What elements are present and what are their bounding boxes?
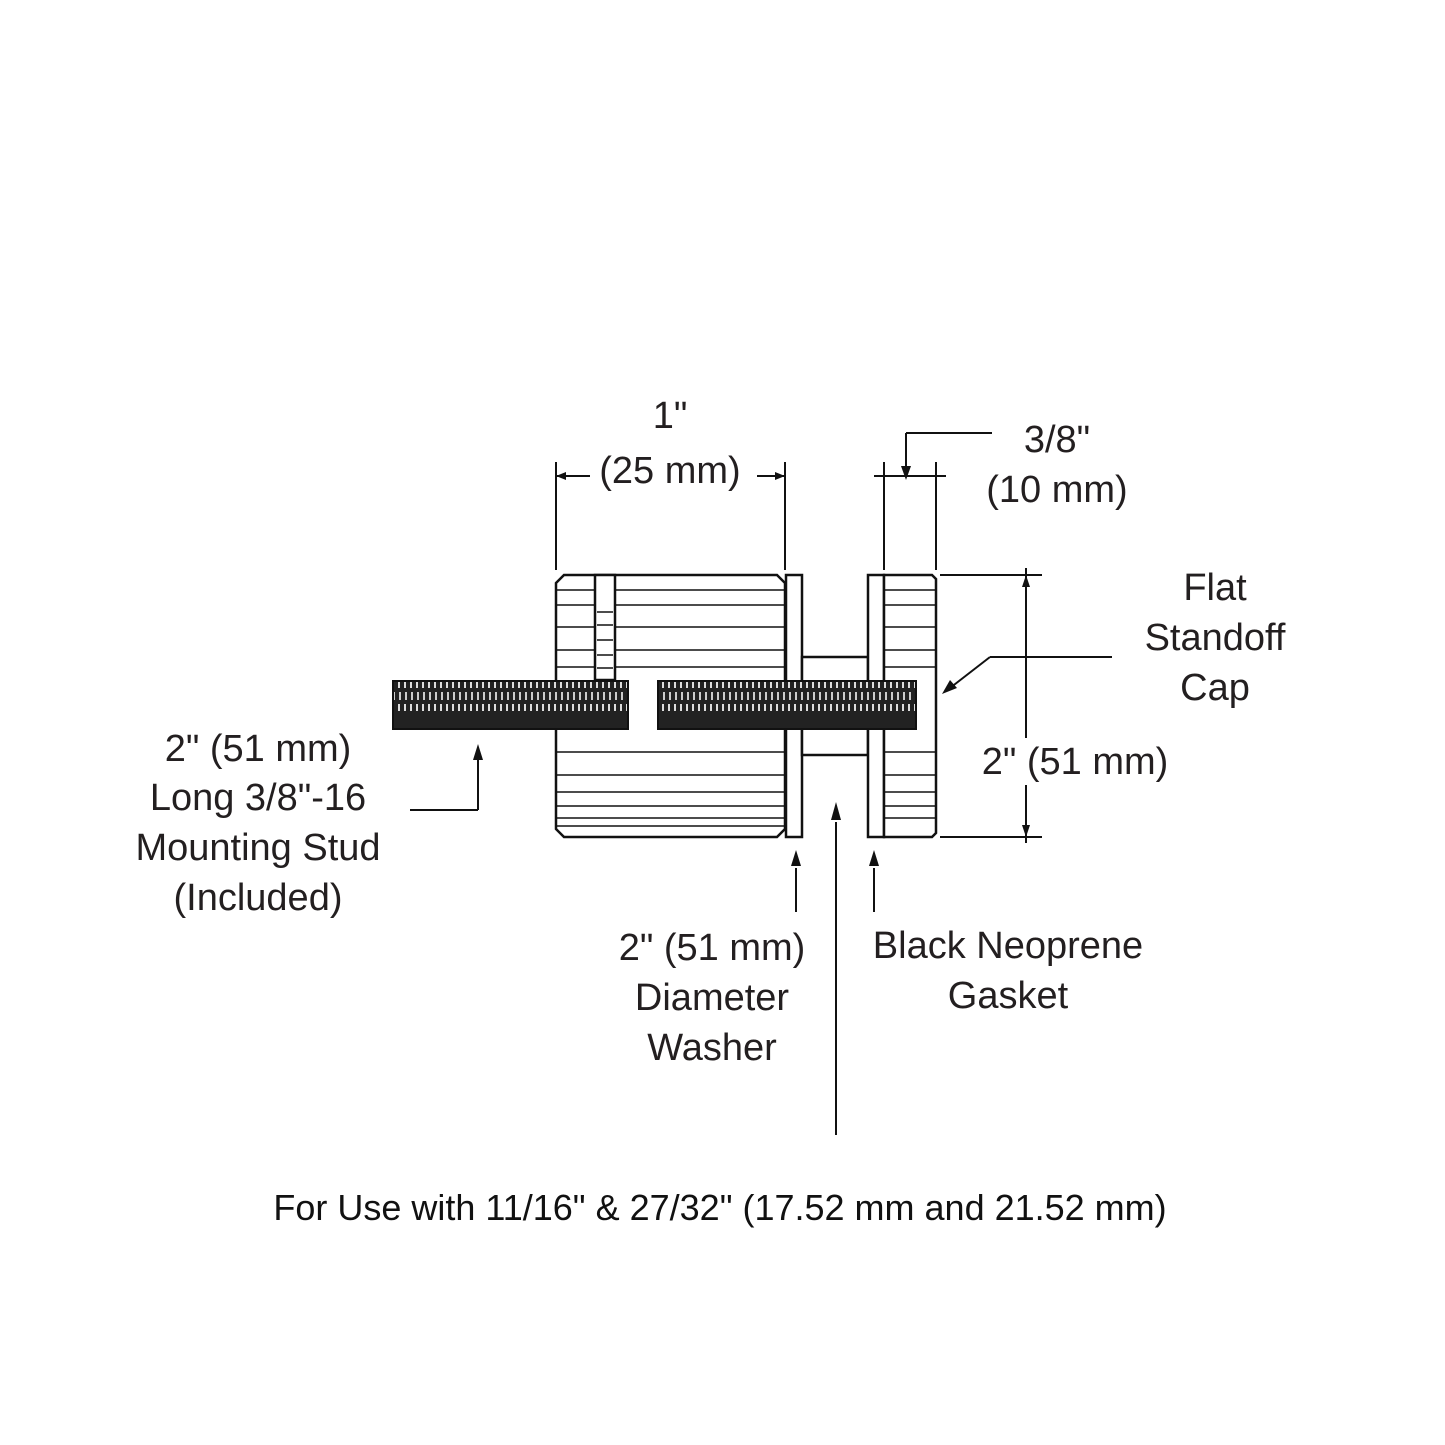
label-line: Cap (1180, 667, 1250, 709)
stud-callout: 2" (51 mm) Long 3/8"-16 Mounting Stud (I… (135, 728, 483, 919)
dim-diameter: 2" (51 mm) (982, 741, 1169, 783)
label-line: Washer (647, 1027, 777, 1069)
label-line: Standoff (1145, 617, 1286, 659)
dim-mm: (10 mm) (986, 469, 1127, 511)
gasket-callout: Black Neoprene Gasket (869, 850, 1143, 1017)
dimension-body-length: 1" (25 mm) (555, 395, 786, 570)
label-line: 2" (51 mm) (619, 927, 806, 969)
label-line: 2" (51 mm) (165, 728, 352, 770)
dim-mm: (25 mm) (599, 450, 740, 492)
label-line: Flat (1183, 567, 1247, 609)
cap-stud (657, 680, 917, 730)
dim-inch: 1" (653, 395, 688, 437)
dimension-diameter: 2" (51 mm) (940, 568, 1168, 843)
footer-note: For Use with 11/16" & 27/32" (17.52 mm a… (273, 1187, 1166, 1228)
label-line: Diameter (635, 977, 789, 1019)
label-line: Gasket (948, 975, 1069, 1017)
set-screw-slot (593, 573, 617, 682)
label-line: Long 3/8"-16 (150, 777, 366, 819)
cap-callout: Flat Standoff Cap (942, 567, 1286, 709)
dimension-cap-thickness: 3/8" (10 mm) (874, 419, 1128, 570)
mounting-stud (392, 680, 629, 730)
washer-callout: 2" (51 mm) Diameter Washer (619, 850, 806, 1069)
dim-inch: 3/8" (1024, 419, 1090, 461)
glass-thickness-arrow (831, 802, 841, 1135)
label-line: (Included) (174, 877, 343, 919)
label-line: Black Neoprene (873, 925, 1143, 967)
label-line: Mounting Stud (135, 827, 380, 869)
